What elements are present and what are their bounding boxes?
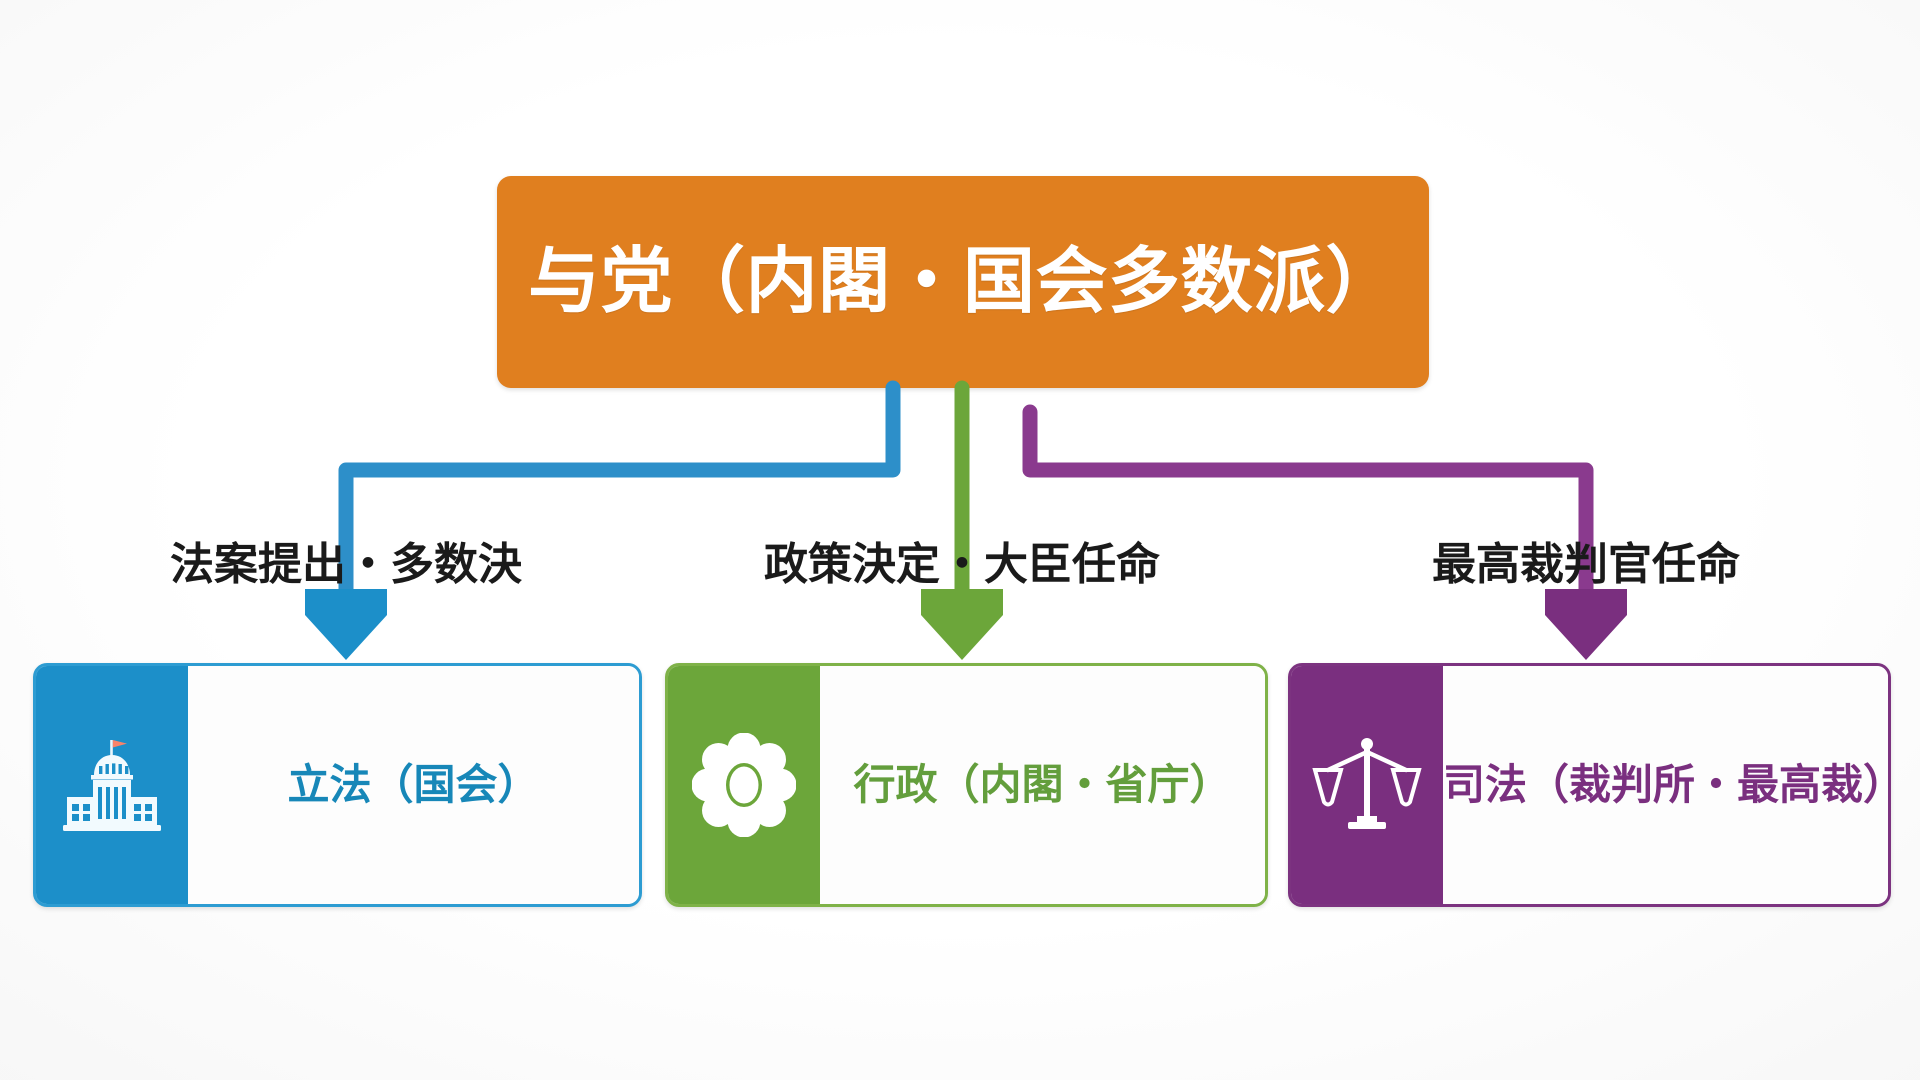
connector-executive bbox=[921, 380, 1003, 660]
card-judiciary[interactable]: 司法（裁判所・最高裁） bbox=[1288, 663, 1891, 907]
ruling-party-box[interactable]: 与党（内閣・国会多数派） bbox=[497, 176, 1429, 388]
capitol-building-icon bbox=[63, 740, 161, 831]
connector-label-executive: 政策決定・大臣任命 bbox=[764, 540, 1160, 589]
card-legislative-body: 立法（国会） bbox=[188, 666, 639, 904]
card-legislative[interactable]: 立法（国会） bbox=[33, 663, 642, 907]
card-judiciary-icon-panel bbox=[1291, 666, 1443, 904]
card-executive-icon-panel bbox=[668, 666, 820, 904]
connector-judiciary bbox=[1022, 404, 1627, 660]
arrowhead-judiciary-icon bbox=[1545, 589, 1627, 660]
arrowhead-legislative-icon bbox=[305, 589, 387, 660]
card-judiciary-body: 司法（裁判所・最高裁） bbox=[1443, 666, 1891, 904]
card-judiciary-label: 司法（裁判所・最高裁） bbox=[1443, 761, 1891, 808]
government-flower-emblem-icon bbox=[692, 733, 796, 837]
card-executive-label: 行政（内閣・省庁） bbox=[853, 761, 1232, 808]
card-executive-body: 行政（内閣・省庁） bbox=[820, 666, 1265, 904]
scales-of-justice-icon bbox=[1312, 738, 1422, 829]
connector-legislative bbox=[305, 380, 901, 660]
connector-label-judiciary: 最高裁判官任命 bbox=[1432, 540, 1740, 589]
card-executive[interactable]: 行政（内閣・省庁） bbox=[665, 663, 1268, 907]
ruling-party-box-label: 与党（内閣・国会多数派） bbox=[527, 242, 1398, 322]
card-legislative-icon-panel bbox=[36, 666, 188, 904]
arrowhead-executive-icon bbox=[921, 589, 1003, 660]
card-legislative-label: 立法（国会） bbox=[287, 761, 540, 808]
connector-label-legislative: 法案提出・多数決 bbox=[170, 540, 522, 589]
